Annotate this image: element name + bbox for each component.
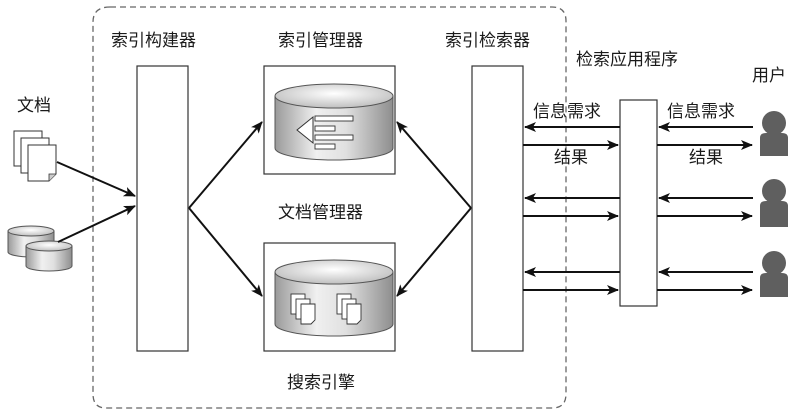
index-database-icon	[274, 83, 394, 161]
searcher-app-flows	[523, 122, 620, 295]
users-label: 用户	[752, 66, 786, 86]
index-searcher-label: 索引检索器	[445, 31, 530, 51]
document-database-icon	[274, 259, 394, 337]
arrow-builder-to-index-manager	[188, 121, 263, 209]
index-manager-label: 索引管理器	[278, 31, 363, 51]
index-builder-box[interactable]	[136, 65, 189, 352]
search-engine-boundary	[92, 6, 567, 409]
arrow-documents-to-builder	[56, 161, 136, 197]
result-label-user: 结果	[689, 148, 723, 168]
arrow-builder-to-document-manager	[188, 207, 263, 297]
user-icon[interactable]	[760, 111, 788, 156]
database-icon	[25, 240, 73, 272]
index-searcher-box[interactable]	[471, 65, 524, 352]
request-label-searcher: 信息需求	[533, 102, 601, 122]
search-application-label: 检索应用程序	[576, 50, 678, 70]
index-builder-label: 索引构建器	[111, 31, 196, 51]
result-label-searcher: 结果	[554, 148, 588, 168]
document-manager-label: 文档管理器	[278, 203, 363, 223]
search-application-box[interactable]	[619, 99, 658, 307]
request-label-user: 信息需求	[667, 102, 735, 122]
documents-label: 文档	[17, 96, 51, 116]
document-stack-icon	[13, 130, 57, 182]
arrow-searcher-to-index-manager	[396, 121, 472, 209]
arrow-databases-to-builder	[57, 205, 136, 243]
arrow-searcher-to-document-manager	[396, 207, 472, 297]
user-icon[interactable]	[760, 251, 788, 297]
document-stack-icon	[336, 293, 362, 325]
search-engine-label: 搜索引擎	[287, 373, 355, 393]
app-user-flows	[657, 122, 753, 295]
user-icon[interactable]	[760, 179, 788, 227]
document-stack-icon	[290, 293, 316, 325]
